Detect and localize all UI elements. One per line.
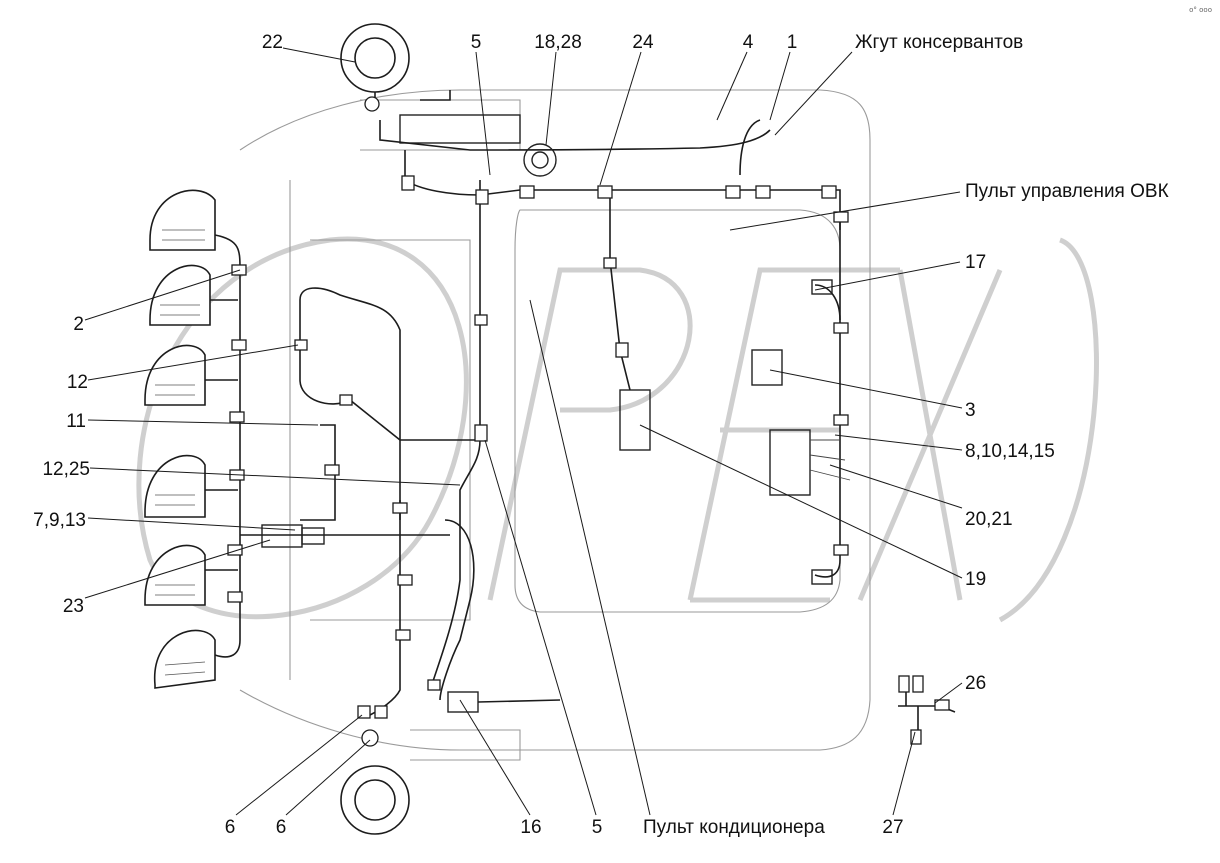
- callout-18-28: 18,28: [534, 32, 582, 53]
- callout-preservative-harness: Жгут консервантов: [855, 32, 1023, 53]
- callout-5-top: 5: [471, 32, 482, 53]
- callout-4: 4: [743, 32, 754, 53]
- callout-ovk-control-panel: Пульт управления ОВК: [965, 181, 1169, 202]
- callout-5-bottom: 5: [592, 817, 603, 838]
- callout-ac-control-panel: Пульт кондиционера: [643, 817, 825, 838]
- roof-lamp-bottom: [340, 729, 410, 835]
- callout-1: 1: [787, 32, 798, 53]
- callout-labels: 22 5 18,28 24 4 1 Жгут консервантов Пуль…: [33, 32, 1168, 838]
- callout-7-9-13: 7,9,13: [33, 510, 86, 531]
- callout-26: 26: [965, 673, 986, 694]
- callout-20-21: 20,21: [965, 509, 1013, 530]
- callout-24: 24: [632, 32, 654, 53]
- callout-22: 22: [262, 32, 283, 53]
- callout-17: 17: [965, 252, 986, 273]
- callout-6-right: 6: [276, 817, 287, 838]
- corner-mark: o° ooo: [1189, 6, 1212, 14]
- right-harness: [619, 211, 851, 585]
- roof-lamp-top: [340, 23, 410, 112]
- callout-6-left: 6: [225, 817, 236, 838]
- callout-23: 23: [63, 596, 84, 617]
- callout-16: 16: [520, 817, 541, 838]
- centre-harness: [357, 180, 561, 719]
- callout-12: 12: [67, 372, 88, 393]
- opex-watermark: [136, 236, 1099, 623]
- leader-lines: [84, 47, 963, 816]
- top-harness: [379, 90, 841, 391]
- left-harness: [205, 234, 450, 658]
- callout-11: 11: [66, 411, 86, 432]
- callout-19: 19: [965, 569, 986, 590]
- wiring-splitter-detail: [898, 675, 956, 745]
- callout-2: 2: [73, 314, 84, 335]
- callout-8-10-14-15: 8,10,14,15: [965, 441, 1055, 462]
- callout-12-25: 12,25: [42, 459, 90, 480]
- callout-27: 27: [882, 817, 903, 838]
- callout-3: 3: [965, 400, 976, 421]
- work-lights: [144, 189, 216, 689]
